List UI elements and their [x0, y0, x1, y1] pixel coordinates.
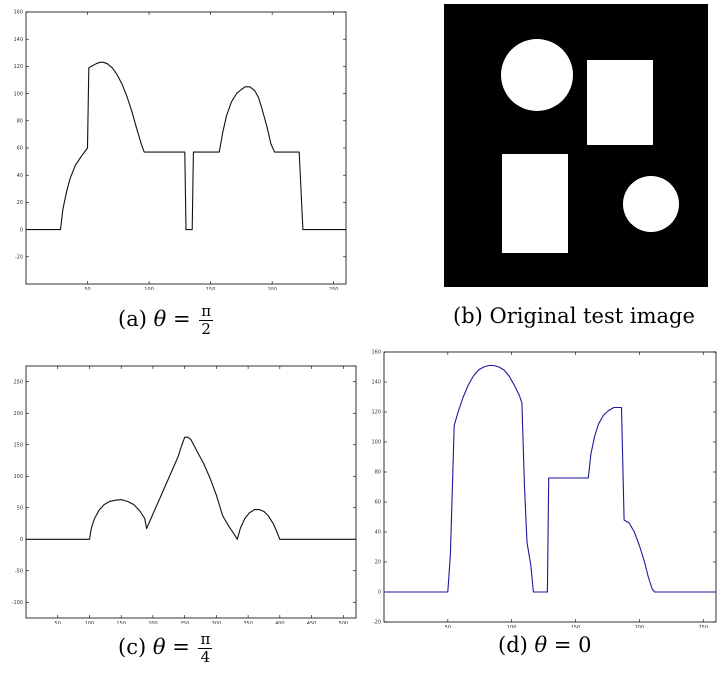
chart-3-y-tick-label: 100 — [371, 440, 381, 446]
caption-c-symbol: θ — [152, 635, 166, 659]
chart-3-y-tick-label: 0 — [378, 590, 381, 596]
chart-0-x-tick-label: 100 — [144, 287, 154, 290]
caption-a: (a) θ = π 2 — [118, 302, 214, 338]
chart-0-series-line-0 — [26, 61, 346, 231]
chart-2-x-tick-label: 50 — [55, 621, 61, 624]
caption-a-op: = — [172, 307, 191, 331]
caption-c-op: = — [172, 635, 190, 659]
chart-2-x-tick-label: 350 — [243, 621, 253, 624]
chart-0-y-tick-label: 60 — [17, 146, 23, 152]
caption-d-symbol: θ — [534, 633, 548, 657]
caption-a-numerator: π — [199, 302, 214, 321]
chart-a: 50 100 150 200 250 -20 0 20 40 60 80 100 120 140 160 — [13, 10, 347, 290]
chart-3-y-tick-label: 40 — [375, 530, 381, 536]
chart-2-y-tick-label: 200 — [13, 411, 23, 417]
chart-2-series-line-0 — [26, 436, 356, 540]
chart-0-x-tick-label: 200 — [267, 287, 277, 290]
chart-3-x-tick-label: 100 — [507, 625, 517, 628]
chart-0-y-tick-label: 20 — [17, 200, 23, 206]
caption-c: (c) θ = π 4 — [118, 630, 213, 666]
caption-c-fraction: π 4 — [198, 630, 213, 666]
chart-2-axes-frame — [25, 365, 357, 619]
chart-0-y-tick-label: 160 — [13, 10, 23, 16]
chart-d: 50 100 150 200 250 -20 0 20 40 60 80 100 120 140 160 — [371, 350, 717, 628]
small-circle — [623, 176, 679, 232]
caption-a-symbol: θ — [153, 307, 167, 331]
chart-3-y-tick-label: 20 — [375, 560, 381, 566]
chart-0-y-tick-label: 120 — [13, 64, 23, 70]
chart-0-y-tick-label: 80 — [17, 119, 23, 125]
chart-c-plot-area: 50 100 150 200 250 300 350 400 450 500 -100 -50 0 50 1… — [12, 365, 357, 624]
caption-b-text: Original test image — [489, 304, 695, 328]
chart-c: 50 100 150 200 250 300 350 400 450 500 -100 -50 0 50 1… — [12, 365, 357, 624]
chart-3-axes-frame — [383, 351, 717, 623]
caption-b-prefix: (b) — [453, 304, 483, 328]
chart-2-y-tick-label: -50 — [15, 568, 23, 574]
chart-3-y-tick-label: 120 — [371, 410, 381, 416]
caption-a-fraction: π 2 — [199, 302, 214, 338]
chart-2-y-tick-label: 150 — [13, 442, 23, 448]
caption-d-prefix: (d) — [498, 633, 528, 657]
large-circle — [501, 39, 573, 111]
lower-rectangle — [502, 154, 568, 253]
chart-2-x-tick-label: 500 — [339, 621, 349, 624]
caption-d-op: = — [553, 633, 572, 657]
caption-c-denominator: 4 — [200, 648, 211, 666]
chart-3-x-tick-label: 200 — [635, 625, 645, 628]
original-test-image — [444, 4, 708, 287]
caption-c-prefix: (c) — [118, 635, 147, 659]
chart-2-x-tick-label: 450 — [307, 621, 317, 624]
caption-a-prefix: (a) — [118, 307, 147, 331]
chart-3-y-tick-label: 80 — [375, 470, 381, 476]
chart-3-x-tick-label: 250 — [698, 625, 708, 628]
chart-2-x-tick-label: 300 — [212, 621, 222, 624]
chart-2-y-tick-label: 50 — [17, 505, 23, 511]
caption-d-value: 0 — [578, 633, 592, 657]
chart-3-y-tick-label: 160 — [371, 350, 381, 356]
chart-0-x-tick-label: 250 — [329, 287, 339, 290]
chart-0-y-tick-label: 40 — [17, 173, 23, 179]
upper-rectangle — [587, 60, 653, 145]
chart-2-y-tick-label: 0 — [20, 537, 23, 543]
chart-0-y-tick-label: 100 — [13, 91, 23, 97]
chart-2-y-tick-label: 250 — [13, 379, 23, 385]
chart-2-x-tick-label: 250 — [180, 621, 190, 624]
caption-b: (b) Original test image — [453, 304, 695, 328]
chart-3-y-tick-label: -20 — [373, 620, 381, 626]
caption-c-numerator: π — [198, 630, 213, 649]
chart-2-x-tick-label: 100 — [85, 621, 95, 624]
chart-3-x-tick-label: 150 — [571, 625, 581, 628]
chart-3-y-tick-label: 60 — [375, 500, 381, 506]
chart-0-axes-frame — [25, 11, 347, 285]
chart-2-x-tick-label: 200 — [148, 621, 158, 624]
chart-0-y-tick-label: -20 — [15, 255, 23, 261]
chart-3-y-tick-label: 140 — [371, 380, 381, 386]
chart-2-x-tick-label: 150 — [116, 621, 126, 624]
chart-0-y-tick-label: 140 — [13, 37, 23, 43]
chart-0-x-tick-label: 150 — [206, 287, 216, 290]
chart-2-x-tick-label: 400 — [275, 621, 285, 624]
chart-2-y-tick-label: 100 — [13, 474, 23, 480]
chart-d-plot-area: 50 100 150 200 250 -20 0 20 40 60 80 100 120 140 160 — [371, 350, 717, 628]
chart-3-x-tick-label: 50 — [445, 625, 451, 628]
chart-3-series-line-0 — [384, 364, 716, 593]
chart-2-y-tick-label: -100 — [12, 600, 23, 606]
chart-0-x-tick-label: 50 — [84, 287, 90, 290]
chart-a-plot-area: 50 100 150 200 250 -20 0 20 40 60 80 100 120 140 160 — [13, 10, 347, 290]
caption-d: (d) θ = 0 — [498, 633, 592, 657]
caption-a-denominator: 2 — [201, 320, 211, 338]
chart-0-y-tick-label: 0 — [20, 227, 23, 233]
